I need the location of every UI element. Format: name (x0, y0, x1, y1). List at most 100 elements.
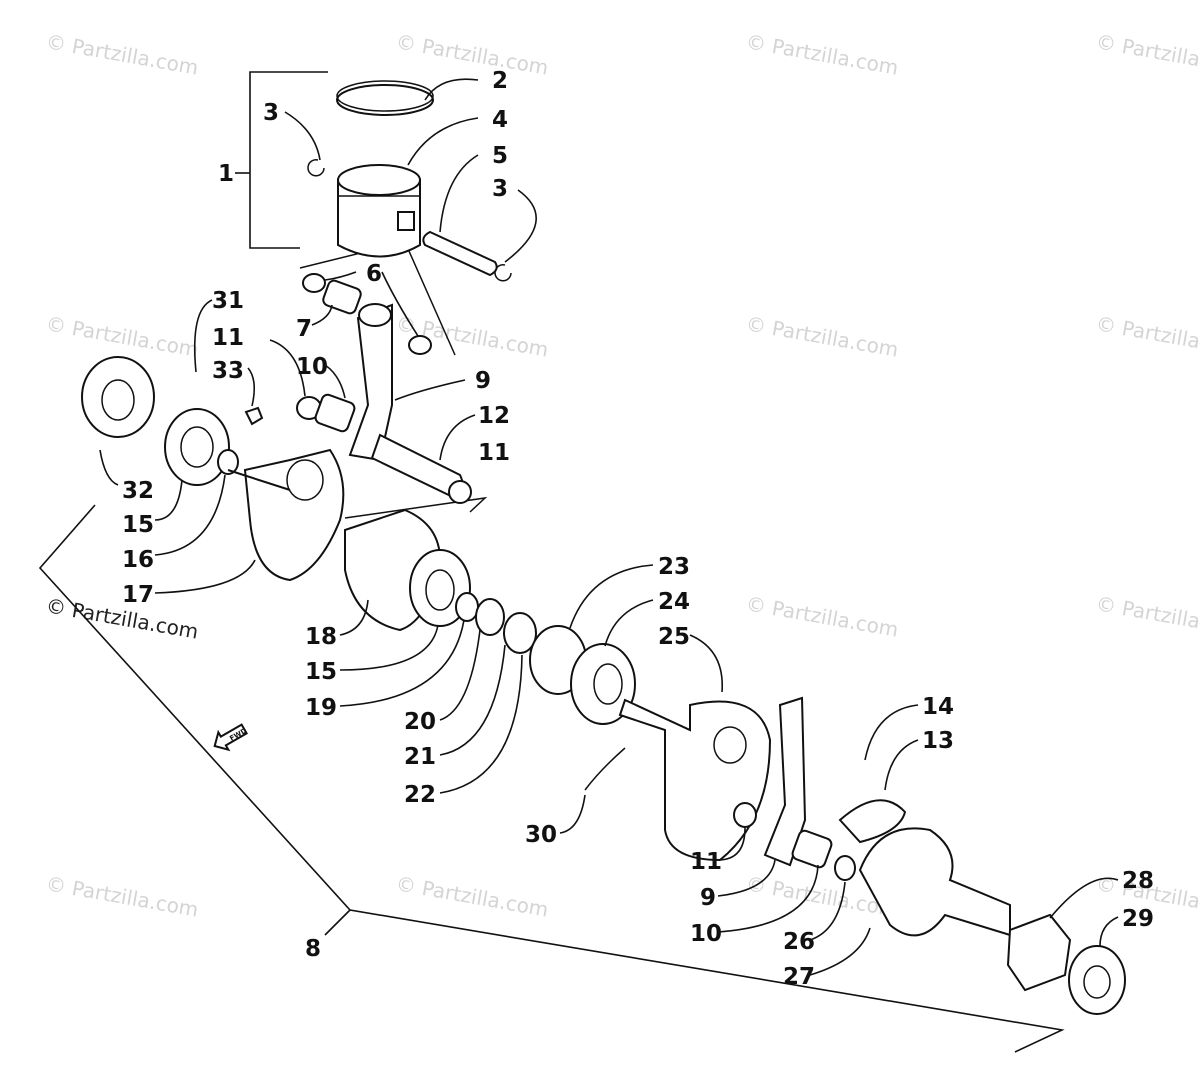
leader-10a (324, 364, 346, 399)
callout-3: 3 (263, 100, 279, 126)
leader-28 (1049, 877, 1119, 919)
bracket-leader (324, 909, 351, 936)
guide-line (344, 496, 488, 519)
circlip (307, 159, 325, 177)
leader-3a (284, 111, 321, 161)
leader-20 (439, 629, 481, 721)
callout-9: 9 (700, 885, 716, 911)
callout-16: 16 (122, 547, 154, 573)
bracket-crankshaft-assembly (38, 504, 1065, 1053)
circlip (494, 264, 512, 282)
callout-28: 28 (1122, 868, 1154, 894)
callout-8: 8 (305, 936, 321, 962)
piston-crown (337, 164, 421, 196)
leader-19 (339, 619, 465, 707)
piston-ring (336, 84, 434, 116)
forward-arrow-icon (213, 723, 248, 752)
callout-4: 4 (492, 107, 508, 133)
crankshaft-half (618, 698, 772, 862)
callout-12: 12 (478, 403, 510, 429)
leader-15b (339, 624, 439, 671)
leader-24 (604, 599, 654, 647)
callout-24: 24 (658, 589, 690, 615)
leader-2 (424, 78, 479, 101)
callout-14: 14 (922, 694, 954, 720)
leader-6 (381, 271, 419, 337)
crankshaft-stub (227, 469, 291, 491)
callout-1: 1 (218, 161, 234, 187)
callout-5: 5 (492, 143, 508, 169)
piston-pin-boss (397, 211, 415, 231)
ball-bearing-race (180, 426, 214, 468)
leader-10b (717, 864, 819, 933)
callout-32: 32 (122, 478, 154, 504)
wrist-pin (422, 230, 498, 277)
leader-27 (809, 927, 871, 976)
leader-26 (809, 881, 846, 941)
leader-32 (99, 449, 119, 486)
leader-18 (339, 599, 369, 636)
thrust-washer (408, 335, 432, 355)
needle-bearing (322, 279, 362, 315)
leader-22 (439, 654, 523, 794)
roller-bearing (1006, 913, 1072, 992)
callout-10: 10 (690, 921, 722, 947)
leader-4 (407, 117, 479, 166)
snap-ring (217, 449, 239, 475)
leader-25 (689, 634, 723, 693)
watermark: © Partzilla.com (1094, 311, 1200, 361)
callout-11: 11 (212, 325, 244, 351)
oil-seal-lip (1083, 965, 1111, 999)
leader-14 (864, 704, 919, 761)
oil-seal (1068, 945, 1126, 1015)
callout-13: 13 (922, 728, 954, 754)
callout-3: 3 (492, 176, 508, 202)
counterweight-plate (838, 799, 907, 844)
crankshaft-half (243, 448, 345, 582)
callout-15: 15 (122, 512, 154, 538)
leader-6b (324, 271, 357, 281)
watermark: © Partzilla.com (1094, 29, 1200, 79)
callout-10: 10 (296, 354, 328, 380)
bracket-piston-assembly (249, 71, 328, 249)
forward-direction-arrow: FWD (213, 723, 248, 752)
callout-22: 22 (404, 782, 436, 808)
leader-11a (269, 339, 306, 397)
leader-16 (154, 474, 226, 556)
leader-9a (394, 379, 466, 401)
leader-3b (504, 189, 537, 263)
watermark: © Partzilla.com (394, 871, 550, 921)
watermark: © Partzilla.com (44, 311, 200, 361)
watermark: © Partzilla.com (744, 311, 900, 361)
needle-bearing (314, 393, 356, 433)
oil-seal (81, 356, 155, 438)
callout-11: 11 (478, 440, 510, 466)
leader-lines (99, 78, 1119, 976)
watermark: © Partzilla.com (44, 871, 200, 921)
watermark: © Partzilla.com (744, 591, 900, 641)
watermark: © Partzilla.com (394, 29, 550, 79)
callout-29: 29 (1122, 906, 1154, 932)
callout-31: 31 (212, 288, 244, 314)
labyrinth-seal (475, 598, 505, 636)
ball-bearing (164, 408, 230, 486)
leader-7 (311, 304, 333, 326)
woodruff-key (244, 406, 264, 426)
parts: FWD (81, 80, 1126, 1015)
leader-5 (439, 154, 479, 233)
needle-bearing (791, 829, 833, 869)
leader-11c (717, 827, 746, 861)
callout-30: 30 (525, 822, 557, 848)
leader-33 (247, 367, 256, 407)
callout-20: 20 (404, 709, 436, 735)
watermark: © Partzilla.com (44, 29, 200, 79)
snap-ring (455, 592, 479, 622)
leader-12 (439, 414, 476, 461)
leader-21 (439, 644, 506, 756)
spacer-ring (503, 612, 537, 654)
callout-23: 23 (658, 554, 690, 580)
callout-7: 7 (296, 316, 312, 342)
connecting-rod (763, 696, 807, 867)
thrust-washer (448, 480, 472, 504)
